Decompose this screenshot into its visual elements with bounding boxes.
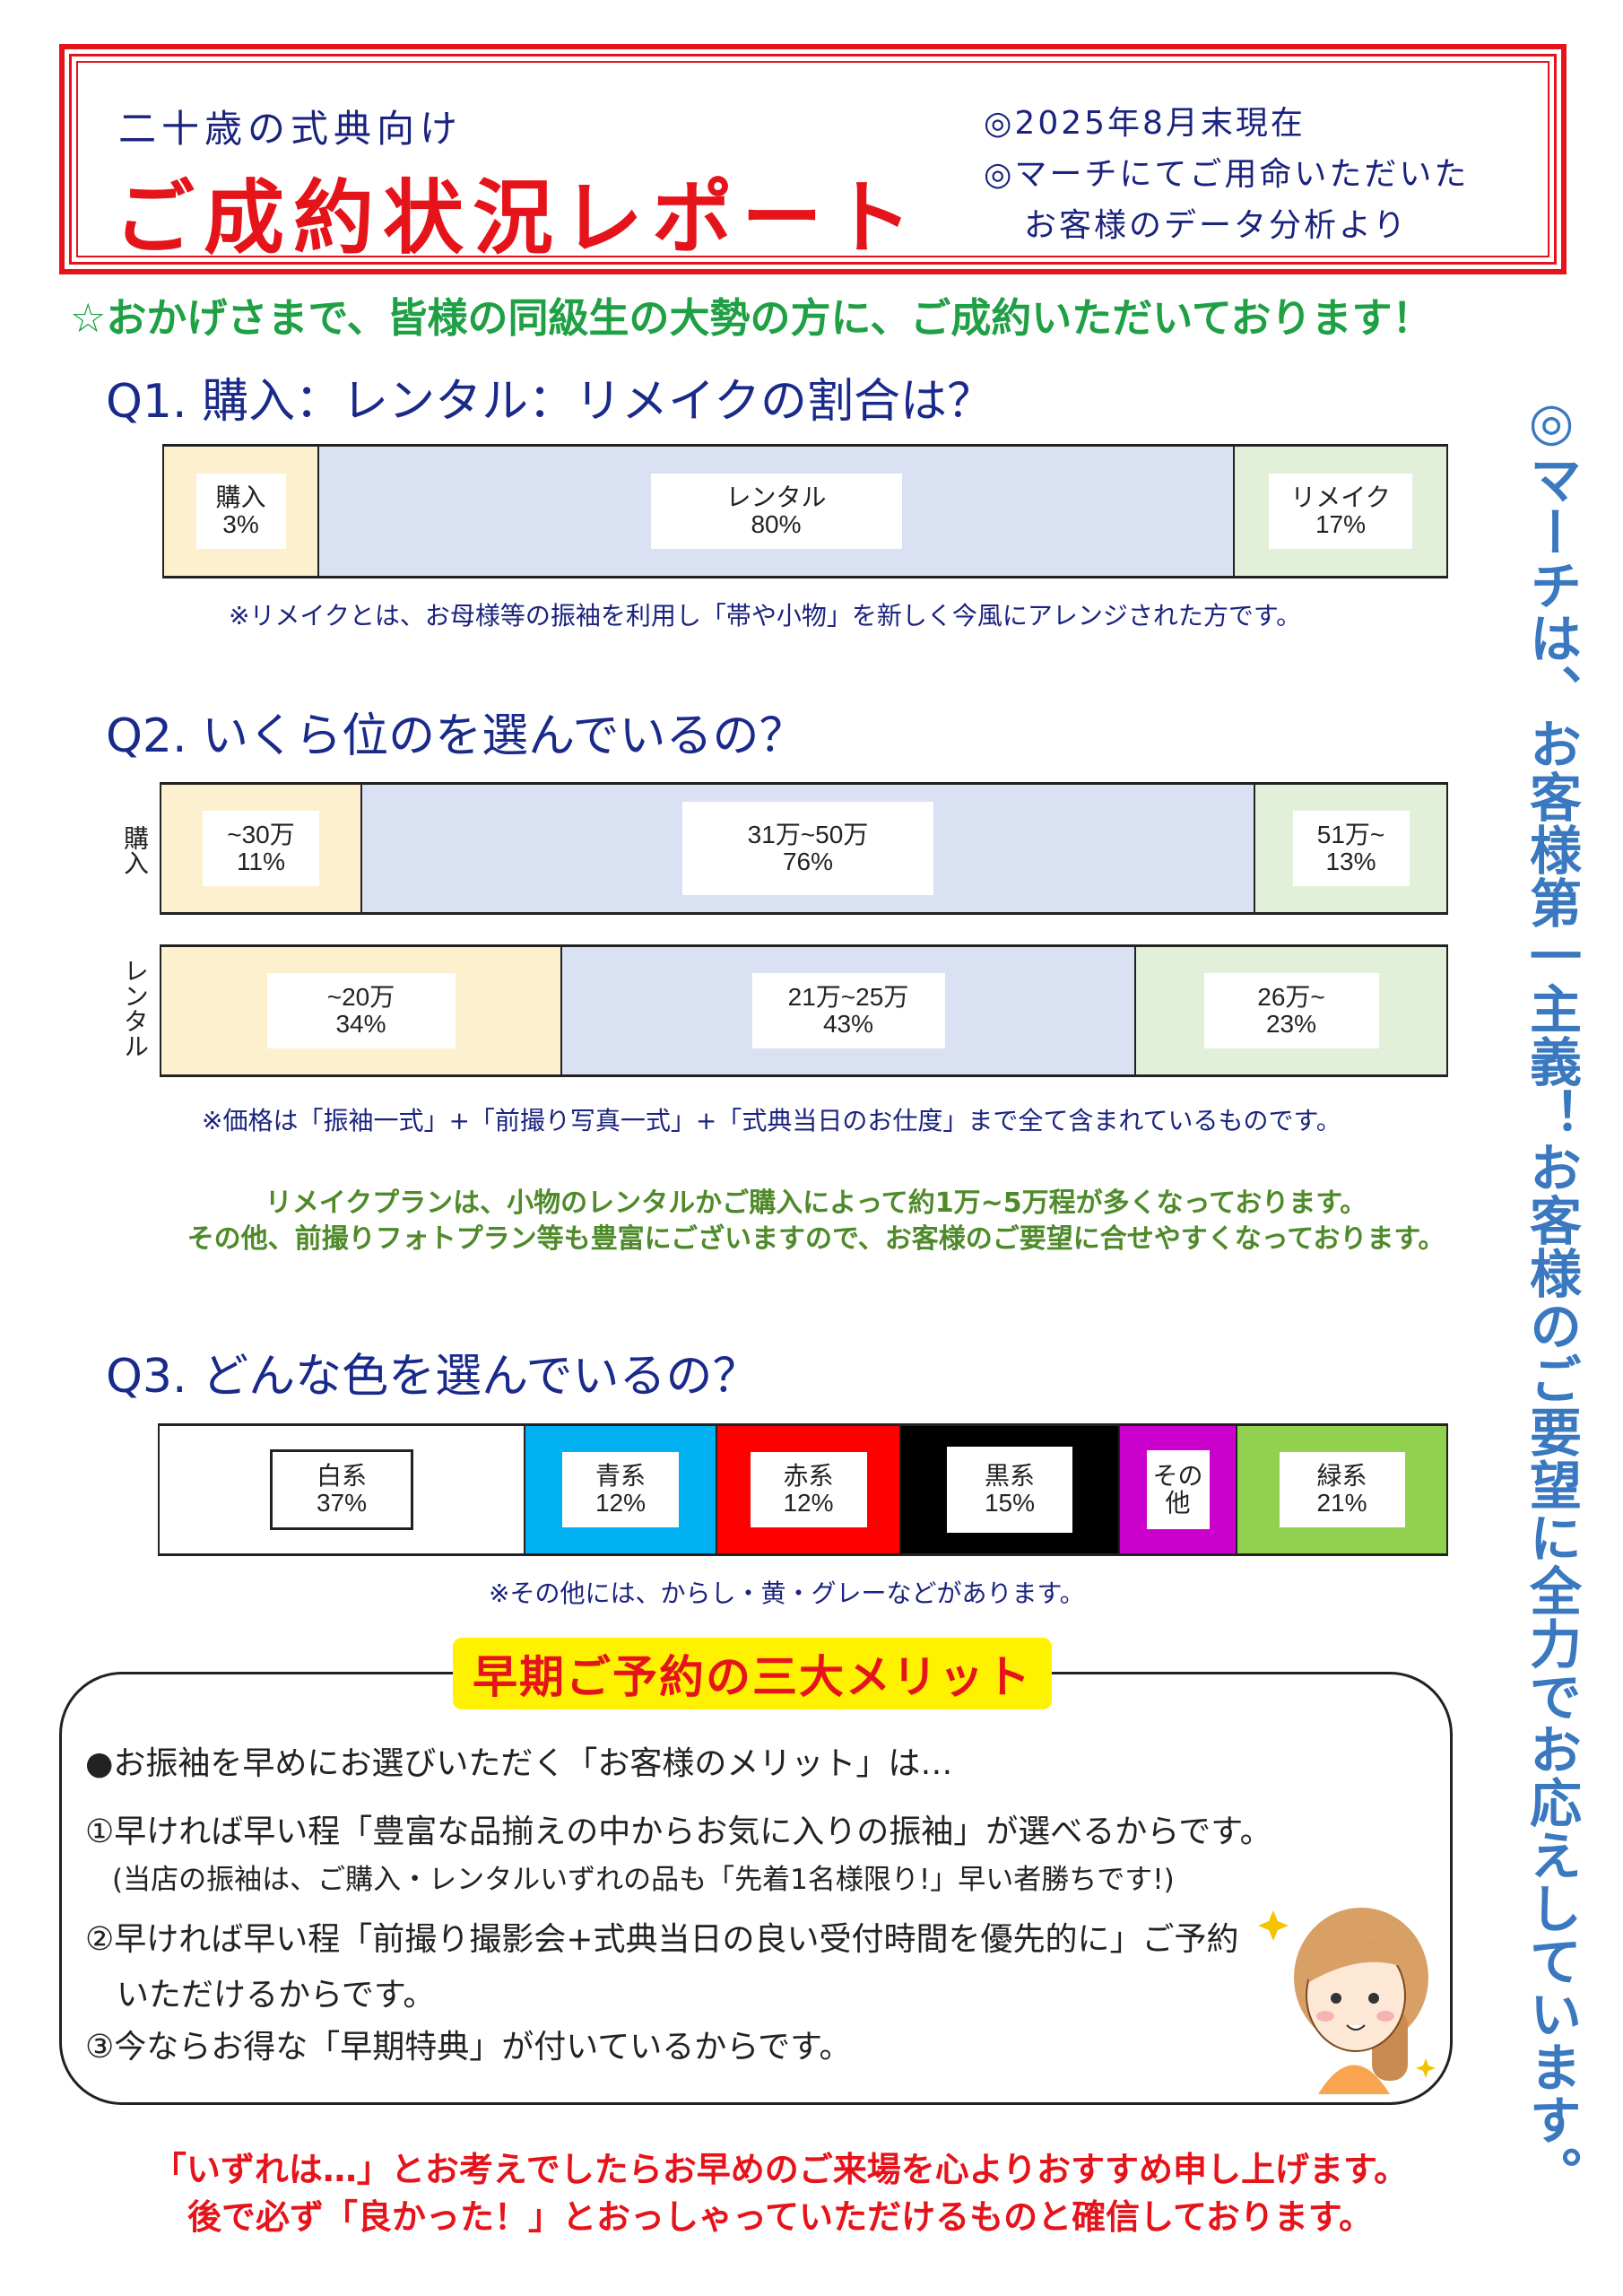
segment: 26万~23%: [1136, 947, 1446, 1074]
segment-value: 15%: [984, 1489, 1036, 1517]
segment-label: 31万~50万: [747, 821, 869, 848]
segment-label: ~30万: [227, 821, 295, 848]
segment-value: 21%: [1316, 1489, 1367, 1517]
merit-item: ③今ならお得な「早期特典」が付いているからです。: [85, 2029, 852, 2066]
header-date: ◎2025年8月末現在: [984, 105, 1306, 142]
segment-label: 購入: [215, 483, 266, 511]
segment-value: 37%: [316, 1489, 368, 1517]
vertical-slogan: ◎マーチは、お客様第一主義！お客様のご要望に全力でお応えしています。: [1521, 391, 1582, 2199]
segment-value: 13%: [1325, 848, 1376, 875]
segment-label: レンタル: [725, 483, 827, 511]
segment-label: 26万~: [1257, 983, 1325, 1011]
closing-line: 「いずれは…」とお考えでしたらお早めのご来場を心よりおすすめ申し上げます。: [152, 2150, 1409, 2189]
header-title: ご成約状況レポート: [114, 171, 921, 265]
girl-illustration: [1258, 1908, 1436, 2094]
merit-item: ①早ければ早い程「豊富な品揃えの中からお気に入りの振袖」が選べるからです。: [85, 1813, 1272, 1850]
segment-label: 青系: [595, 1462, 646, 1490]
merit-item-note: (当店の振袖は、ご購入・レンタルいずれの品も「先着1名様限り!」早い者勝ちです!…: [112, 1864, 1175, 1896]
segment-value: 80%: [751, 510, 802, 538]
header-subtitle: 二十歳の式典向け: [118, 107, 464, 151]
segment-label: 赤系: [783, 1462, 834, 1490]
rental-side-label: レンタル: [120, 958, 150, 1058]
header-info: お客様のデータ分析より: [1024, 207, 1409, 244]
segment-label: 白系: [316, 1462, 367, 1490]
header-info: ◎マーチにてご用命いただいた: [984, 156, 1470, 193]
q2-heading: Q2. いくら位のを選んでいるの？: [106, 709, 806, 763]
segment-value: 3%: [222, 510, 259, 538]
q3-note: ※その他には、からし・黄・グレーなどがあります。: [489, 1578, 1085, 1608]
merit-item-cont: いただけるからです。: [117, 1977, 436, 2013]
segment-label: リメイク: [1290, 483, 1391, 511]
segment-label: 51万~: [1316, 821, 1385, 848]
segment-label: 21万~25万: [787, 983, 909, 1011]
segment-value: 他: [1165, 1489, 1191, 1517]
segment: 51万~13%: [1255, 785, 1446, 912]
segment-value: 12%: [783, 1489, 834, 1517]
segment-label: ~20万: [326, 983, 395, 1011]
merit-item: ②早ければ早い程「前撮り撮影会+式典当日の良い受付時間を優先的に」ご予約: [85, 1921, 1239, 1958]
tagline: ☆おかげさまで、皆様の同級生の大勢の方に、ご成約いただいております！: [70, 294, 1433, 342]
segment-value: 43%: [822, 1010, 874, 1038]
merit-intro: ●お振袖を早めにお選びいただく「お客様のメリット」は…: [85, 1745, 953, 1782]
segment-other: その他: [1120, 1426, 1237, 1553]
q1-heading: Q1. 購入：レンタル：リメイクの割合は？: [106, 375, 994, 429]
segment-value: 34%: [335, 1010, 386, 1038]
segment-label: その: [1152, 1462, 1203, 1490]
segment-value: 12%: [595, 1489, 647, 1517]
segment-value: 17%: [1315, 510, 1367, 538]
q1-note: ※リメイクとは、お母様等の振袖を利用し「帯や小物」を新しく今風にアレンジされた方…: [229, 601, 1302, 631]
segment-value: 11%: [237, 848, 285, 875]
remake-info: その他、前撮りフォトプラン等も豊富にございますので、お客様のご要望に合せやすくな…: [187, 1223, 1445, 1255]
segment-label: 緑系: [1316, 1462, 1367, 1490]
segment-value: 23%: [1265, 1010, 1317, 1038]
q3-heading: Q3. どんな色を選んでいるの？: [106, 1350, 759, 1404]
segment-label: 黒系: [984, 1462, 1035, 1490]
q2-note: ※価格は「振袖一式」+「前撮り写真一式」+「式典当日のお仕度」まで全て含まれてい…: [202, 1106, 1341, 1135]
segment-value: 76%: [782, 848, 834, 875]
purchase-side-label: 購入: [120, 825, 150, 875]
report-header: 二十歳の式典向け ご成約状況レポート ◎2025年8月末現在 ◎マーチにてご用命…: [59, 44, 1567, 274]
remake-info: リメイクプランは、小物のレンタルかご購入によって約1万~5万程が多くなっておりま…: [265, 1187, 1367, 1219]
merit-title: 早期ご予約の三大メリット: [453, 1638, 1052, 1709]
closing-line: 後で必ず「良かった！」とおっしゃっていただけるものと確信しております。: [187, 2197, 1374, 2237]
